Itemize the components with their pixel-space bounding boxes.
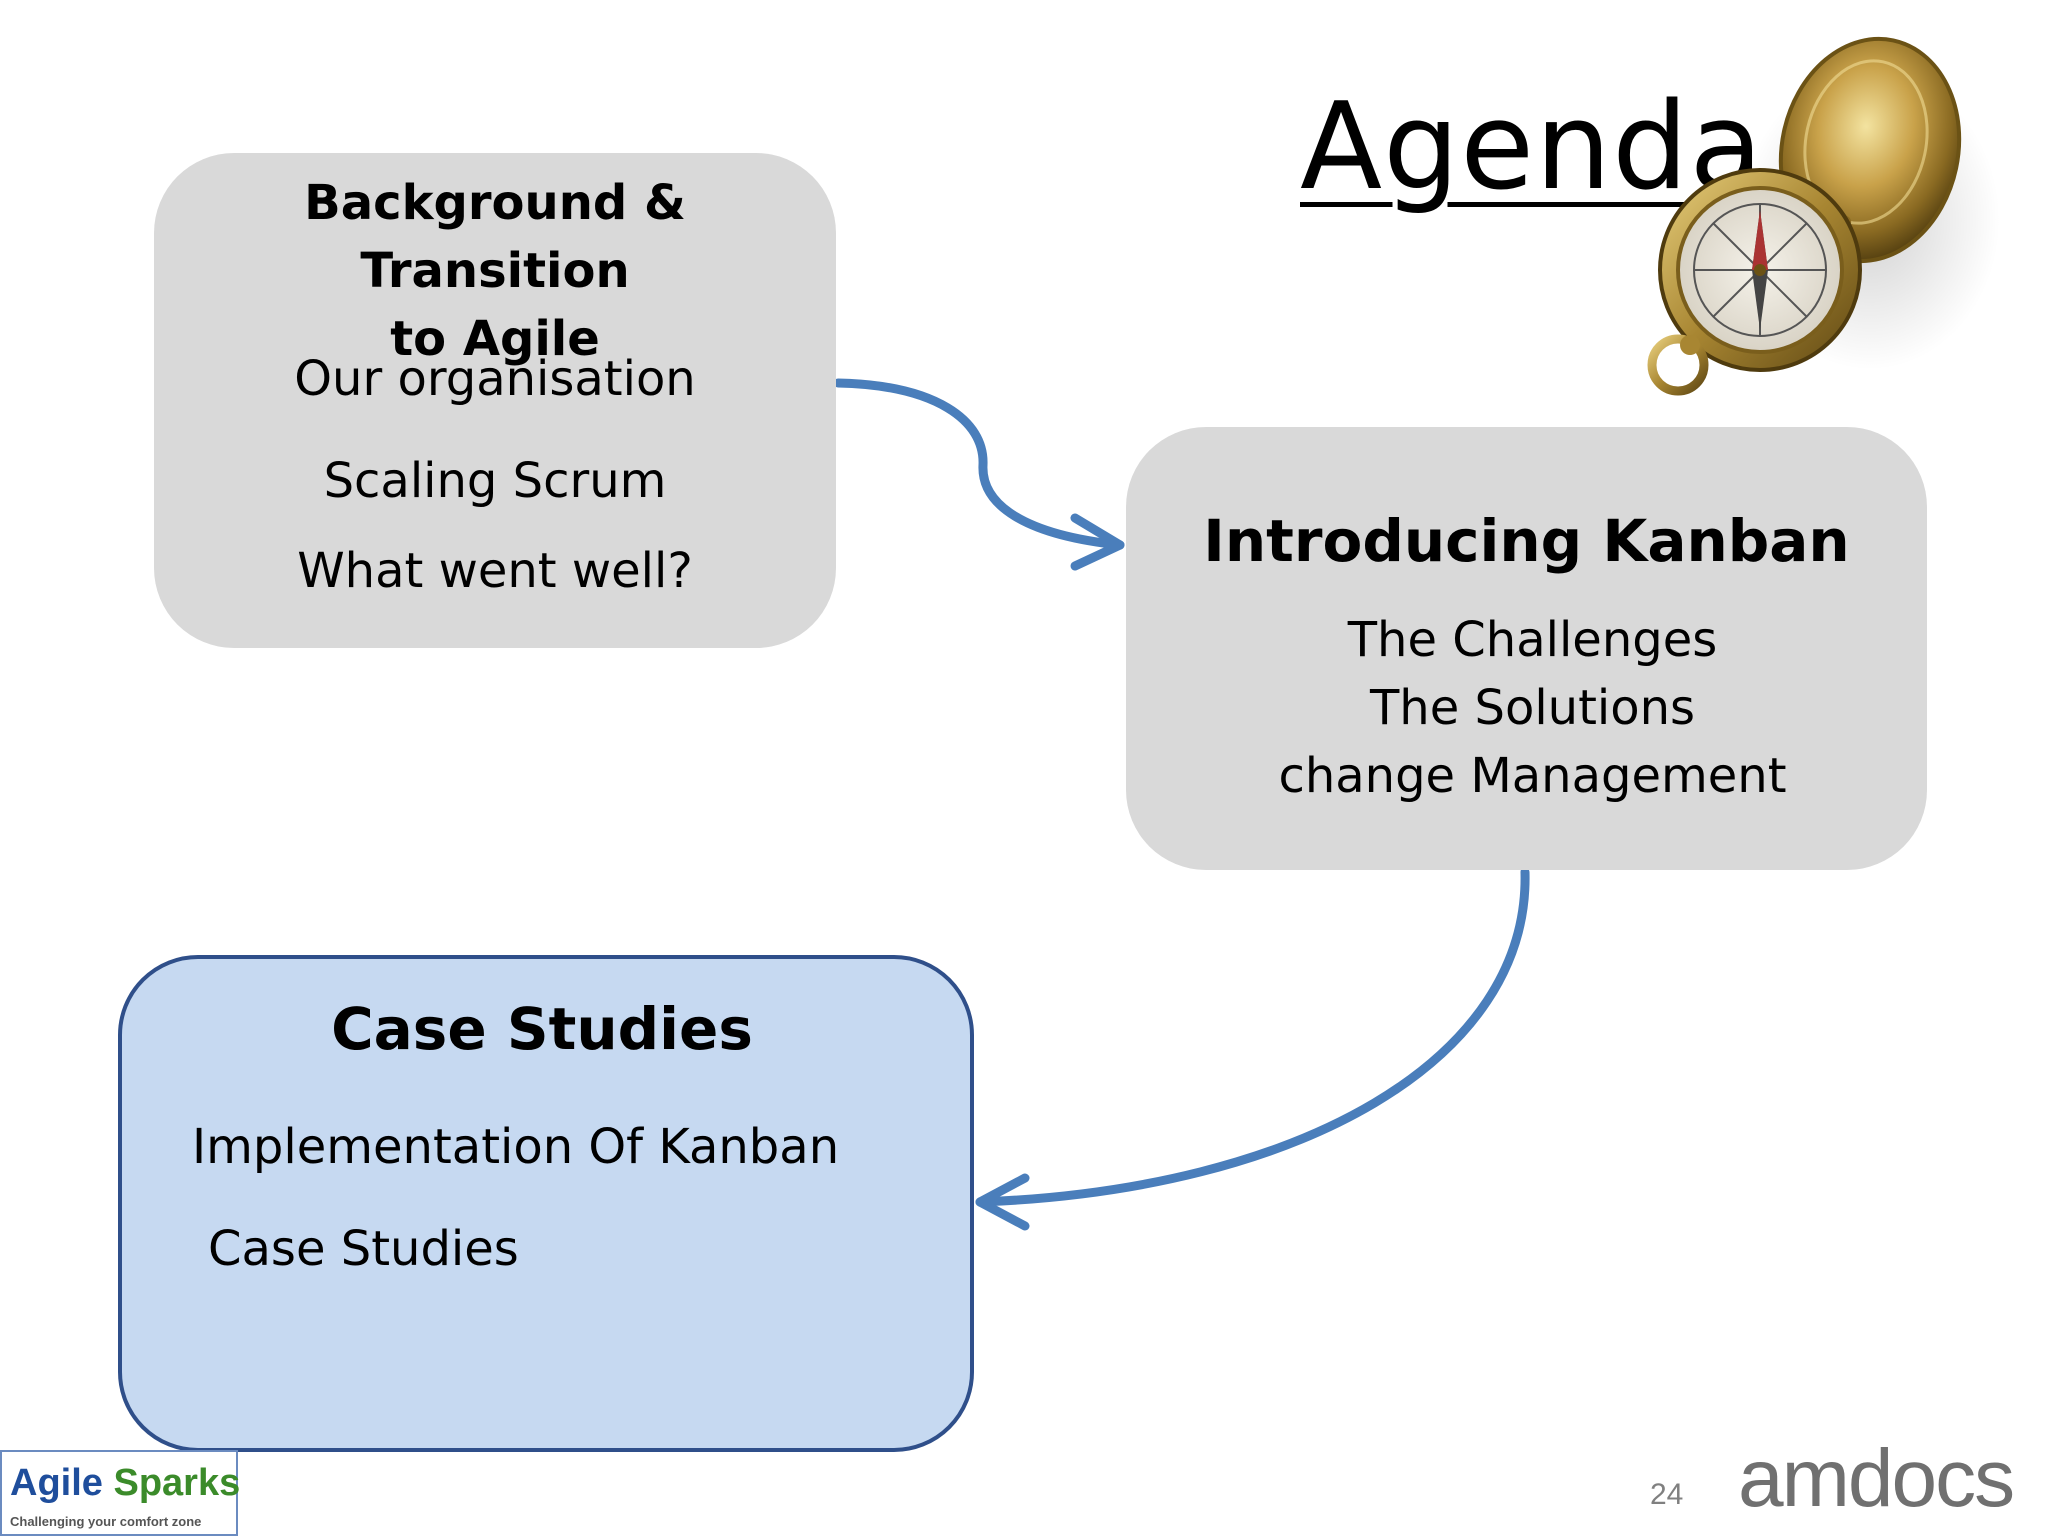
arrowhead-background-to-kanban (1070, 513, 1125, 571)
page-title: Agenda (1300, 78, 1764, 217)
agenda-box-background: Background & Transition to Agile Our org… (154, 153, 836, 648)
heading-line-2: to Agile (390, 311, 600, 367)
compass-icon (1647, 36, 2000, 396)
amdocs-logo: amdocs (1738, 1433, 2015, 1524)
agenda-box-case-studies: Case Studies Implementation Of Kanban Ca… (118, 955, 974, 1452)
agenda-item: Our organisation (294, 351, 696, 407)
arrow-background-to-kanban (833, 378, 1125, 550)
arrow-kanban-to-case-studies (975, 867, 1530, 1207)
agenda-item: The Solutions (1369, 680, 1696, 736)
logo-tagline: Challenging your comfort zone (10, 1514, 202, 1529)
agenda-item: Implementation Of Kanban (192, 1119, 840, 1175)
logo-wordmark: Agile Sparks (10, 1462, 241, 1504)
agile-sparks-logo: Agile Sparks Challenging your comfort zo… (0, 1450, 241, 1536)
agenda-item: Case Studies (208, 1221, 519, 1277)
page-number: 24 (1650, 1478, 1684, 1511)
agenda-item: Scaling Scrum (323, 453, 667, 509)
heading-line-1: Background & Transition (304, 175, 686, 299)
agenda-item: The Challenges (1347, 612, 1718, 668)
agenda-item: change Management (1278, 748, 1787, 804)
box-heading: Background & Transition to Agile (154, 169, 836, 373)
agenda-item: What went well? (297, 543, 693, 599)
agenda-box-kanban: Introducing Kanban The Challenges The So… (1126, 427, 1927, 870)
box-heading: Case Studies (331, 995, 753, 1063)
box-heading: Introducing Kanban (1203, 507, 1850, 575)
arrowhead-kanban-to-case-studies (975, 1173, 1030, 1231)
